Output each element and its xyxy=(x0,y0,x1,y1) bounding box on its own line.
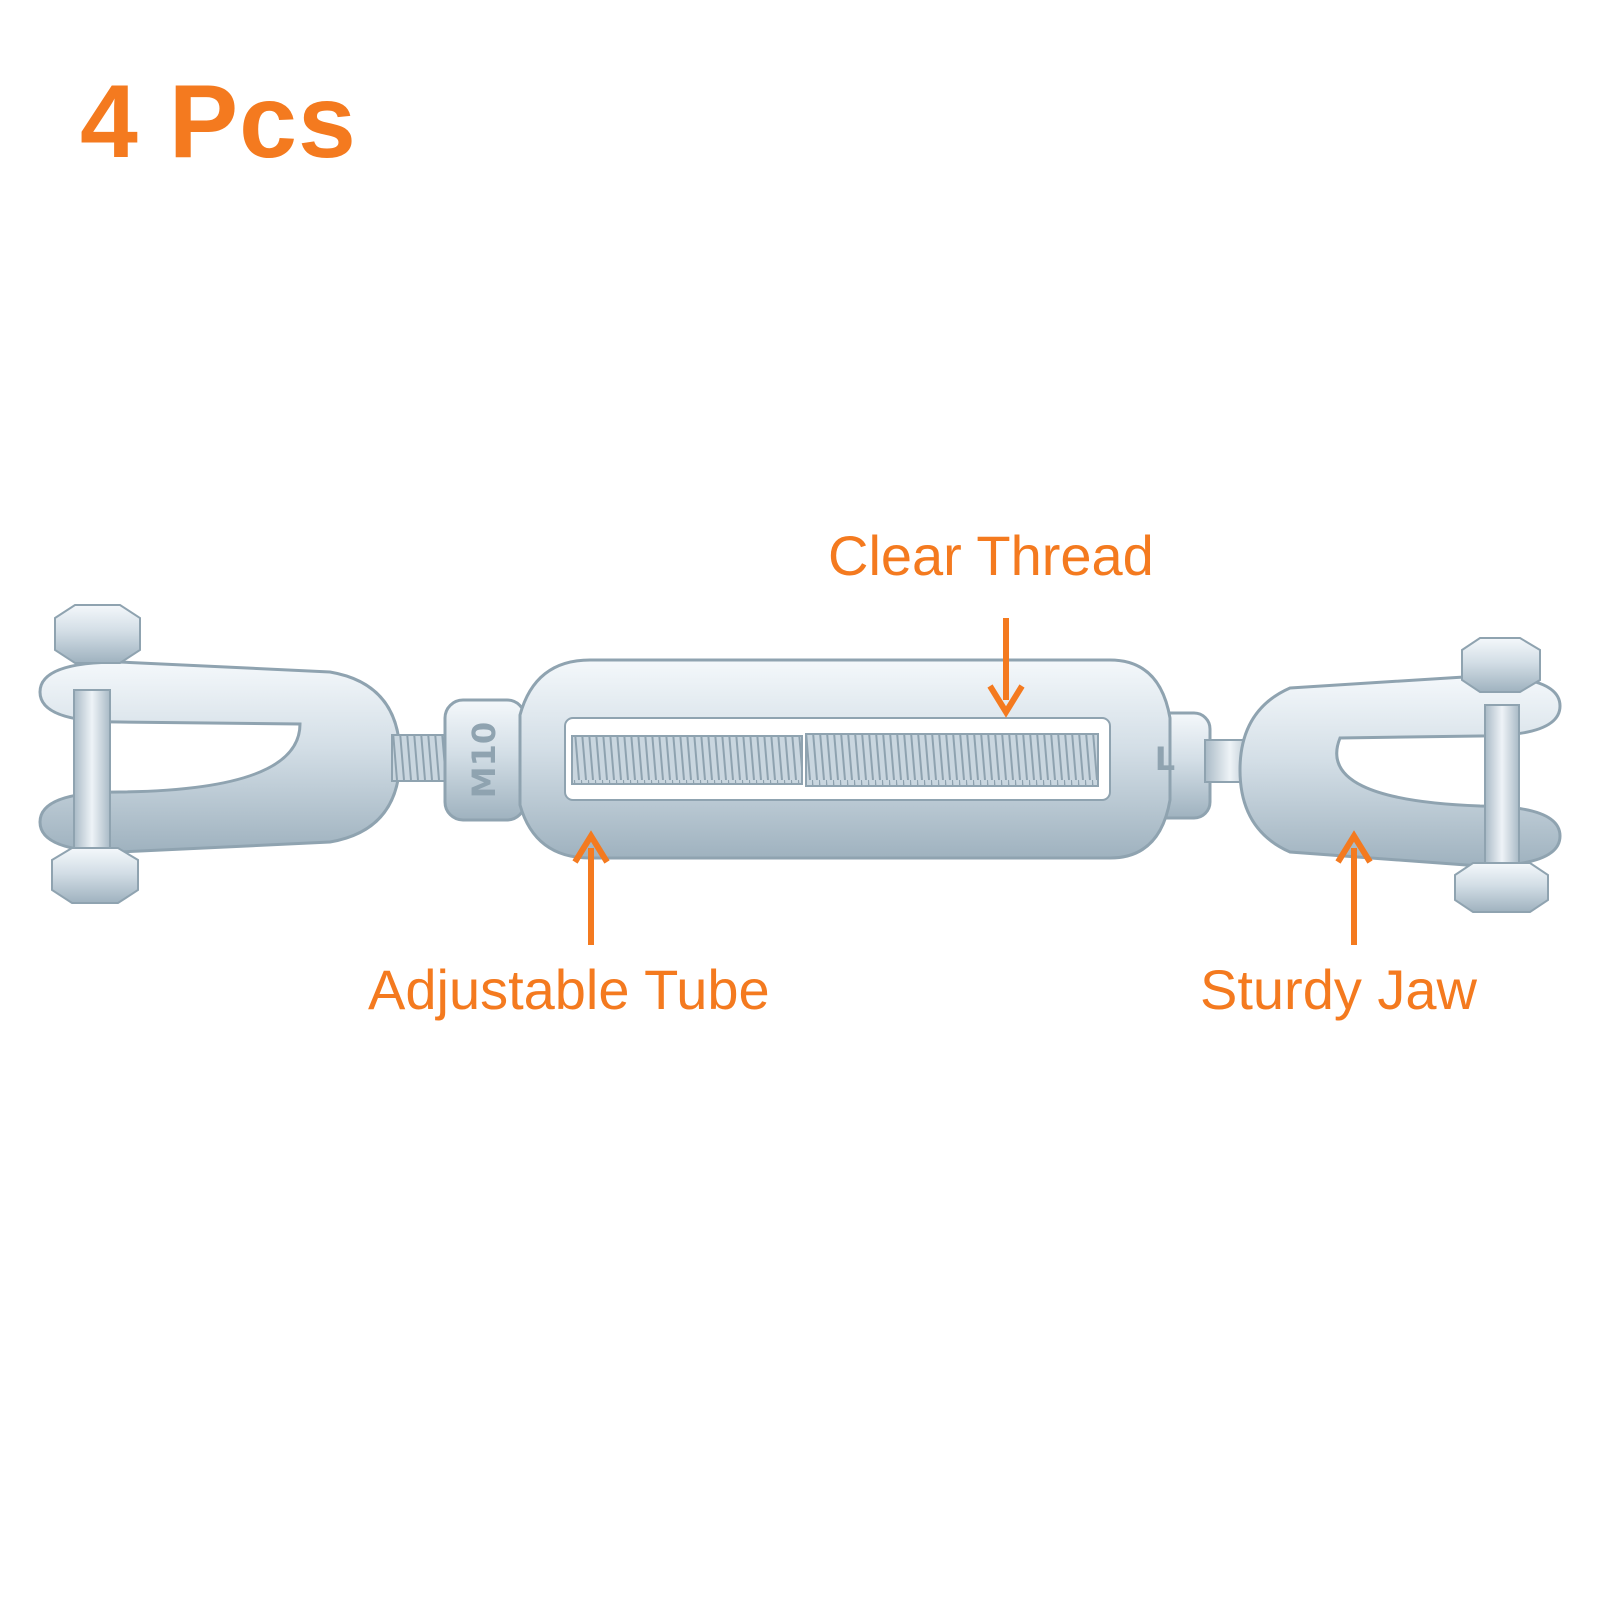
quantity-title: 4 Pcs xyxy=(80,64,357,180)
left-jaw xyxy=(38,604,453,904)
boss-marking-right: L xyxy=(1155,740,1175,778)
clear-thread xyxy=(571,733,1099,787)
arrow-icon-adjustable-tube xyxy=(572,830,610,945)
arrow-icon-sturdy-jaw xyxy=(1335,830,1373,945)
callout-label-adjustable-tube: Adjustable Tube xyxy=(368,958,770,1021)
boss-marking-left: M10 xyxy=(465,722,503,798)
arrow-icon-clear-thread xyxy=(987,618,1025,718)
callout-label-clear-thread: Clear Thread xyxy=(828,524,1154,587)
callout-label-sturdy-jaw: Sturdy Jaw xyxy=(1200,958,1477,1021)
right-jaw xyxy=(1204,637,1562,913)
